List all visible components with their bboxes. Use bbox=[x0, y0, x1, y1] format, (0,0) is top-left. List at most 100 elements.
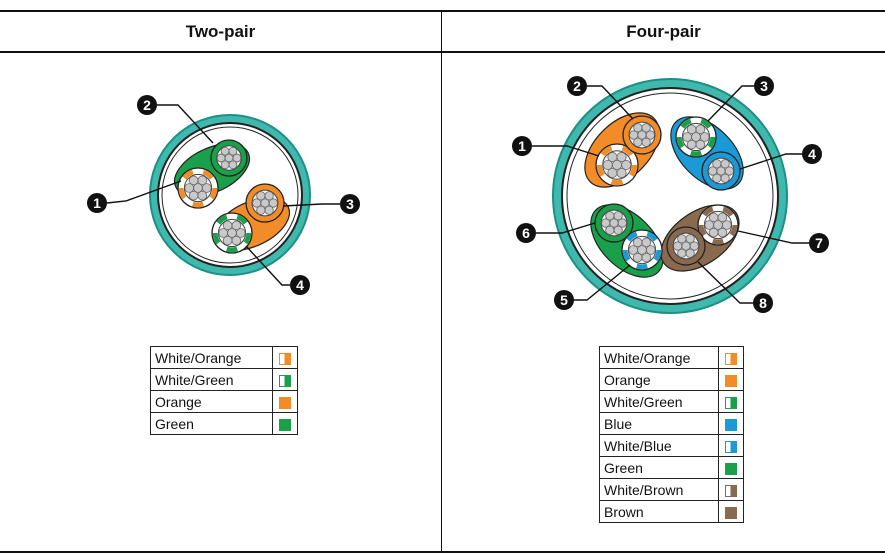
white-green-conductor-strand bbox=[699, 132, 710, 142]
callout-4: 4 bbox=[802, 144, 822, 164]
leader-7 bbox=[737, 230, 809, 244]
legend-swatch-cell bbox=[272, 412, 298, 435]
white-green-conductor-stripe bbox=[236, 214, 248, 225]
legend-swatch-cell bbox=[718, 346, 744, 369]
brown-conductor-strand bbox=[677, 248, 687, 258]
solid-color-swatch bbox=[279, 418, 291, 431]
blue-conductor-strand bbox=[708, 166, 718, 176]
callout-5-dot bbox=[554, 290, 574, 310]
green-conductor-strand bbox=[605, 211, 615, 221]
two-pair-legend-row: Orange bbox=[150, 390, 298, 413]
blue-conductor-strand bbox=[724, 166, 734, 176]
white-green-conductor-stripe bbox=[690, 150, 702, 157]
white-green-conductor-stripe bbox=[680, 118, 692, 129]
legend-swatch-cell bbox=[718, 456, 744, 479]
callout-1-dot bbox=[87, 193, 107, 213]
leader-2 bbox=[157, 104, 214, 144]
white-orange-conductor-stripe bbox=[596, 165, 605, 177]
white-green-conductor-strand bbox=[686, 139, 697, 150]
white-orange-conductor-strand bbox=[602, 159, 613, 171]
white-orange-conductor-strand bbox=[607, 152, 618, 163]
two-pair-legend-row: White/Orange bbox=[150, 346, 298, 369]
callout-3: 3 bbox=[754, 76, 774, 96]
blue-conductor-strand bbox=[720, 159, 730, 169]
callout-3: 3 bbox=[340, 194, 360, 214]
legend-label: White/Orange bbox=[599, 346, 719, 369]
white-green-conductor-stripe bbox=[700, 118, 712, 129]
callout-2-dot bbox=[567, 76, 587, 96]
white-orange-conductor-stripe bbox=[178, 188, 187, 200]
brown-conductor-strand bbox=[685, 248, 695, 258]
legend-swatch-cell bbox=[718, 412, 744, 435]
orange-conductor bbox=[622, 115, 662, 155]
white-orange-conductor-strand bbox=[197, 190, 208, 201]
white-green-conductor-strand bbox=[686, 124, 697, 135]
white-green-conductor-stripe bbox=[216, 214, 228, 225]
white-orange-conductor-strand bbox=[188, 175, 199, 186]
leader-1 bbox=[532, 145, 600, 157]
legend-label: White/Brown bbox=[599, 478, 719, 501]
leader-6 bbox=[536, 222, 596, 234]
callout-4-dot bbox=[290, 275, 310, 295]
green-conductor-strand bbox=[232, 153, 242, 163]
white-orange-conductor-strand bbox=[616, 167, 627, 178]
four-pair-legend-row: White/Green bbox=[599, 390, 744, 413]
white-orange-conductor-strand bbox=[188, 190, 199, 201]
callout-5: 5 bbox=[554, 290, 574, 310]
white-brown-conductor-strand bbox=[717, 212, 728, 223]
white-blue-conductor-strand bbox=[632, 237, 643, 248]
table-header-rule bbox=[0, 51, 885, 53]
leader-8 bbox=[697, 261, 753, 304]
white-green-conductor-strand bbox=[231, 235, 242, 246]
orange-conductor-strand bbox=[633, 123, 643, 133]
callout-2-dot bbox=[137, 95, 157, 115]
callout-2-number: 2 bbox=[573, 78, 581, 94]
callout-4: 4 bbox=[290, 275, 310, 295]
white-orange-conductor-stripe bbox=[610, 179, 624, 186]
white-green-conductor-strand bbox=[222, 235, 233, 246]
white-orange-conductor bbox=[177, 167, 219, 209]
legend-label: White/Blue bbox=[599, 434, 719, 457]
leader-4 bbox=[245, 245, 290, 286]
white-orange-conductor bbox=[595, 143, 639, 187]
legend-swatch-cell bbox=[718, 368, 744, 391]
orange-conductor-strand bbox=[256, 205, 266, 215]
solid-color-swatch bbox=[725, 462, 737, 475]
white-green-conductor-strand bbox=[235, 228, 246, 238]
striped-color-swatch bbox=[279, 352, 291, 365]
legend-label: Blue bbox=[599, 412, 719, 435]
white-green-conductor-strand bbox=[231, 220, 242, 231]
striped-color-swatch bbox=[725, 396, 737, 409]
green-conductor-strand bbox=[228, 160, 238, 170]
white-orange-conductor-stripe bbox=[621, 145, 634, 157]
white-green-conductor bbox=[211, 212, 253, 254]
callout-2-number: 2 bbox=[143, 97, 151, 113]
green-conductor-strand bbox=[605, 225, 615, 235]
green-conductor-strand bbox=[601, 218, 611, 228]
legend-label: White/Green bbox=[150, 368, 273, 391]
solid-color-swatch bbox=[725, 506, 737, 519]
green-conductor bbox=[210, 139, 248, 177]
orange-conductor-strand bbox=[641, 123, 651, 133]
white-brown-conductor-stripe bbox=[698, 225, 707, 237]
blue-conductor-strand bbox=[720, 173, 730, 183]
white-brown-conductor-strand bbox=[717, 227, 728, 238]
white-brown-conductor-strand bbox=[704, 220, 715, 230]
orange-conductor-strand bbox=[645, 130, 655, 140]
legend-label: White/Orange bbox=[150, 346, 273, 369]
orange-conductor-strand bbox=[264, 191, 274, 201]
callout-3-dot bbox=[754, 76, 774, 96]
callout-3-number: 3 bbox=[760, 78, 768, 94]
white-orange-conductor-stripe bbox=[182, 169, 194, 180]
legend-label: Green bbox=[150, 412, 273, 435]
brown-conductor bbox=[666, 226, 706, 266]
legend-swatch-cell bbox=[718, 434, 744, 457]
four-pair-legend-row: White/Brown bbox=[599, 478, 744, 501]
legend-swatch-cell bbox=[272, 390, 298, 413]
callout-8-number: 8 bbox=[759, 295, 767, 311]
solid-color-swatch bbox=[725, 374, 737, 387]
callout-4-number: 4 bbox=[808, 146, 816, 162]
four-pair-legend-row: Green bbox=[599, 456, 744, 479]
